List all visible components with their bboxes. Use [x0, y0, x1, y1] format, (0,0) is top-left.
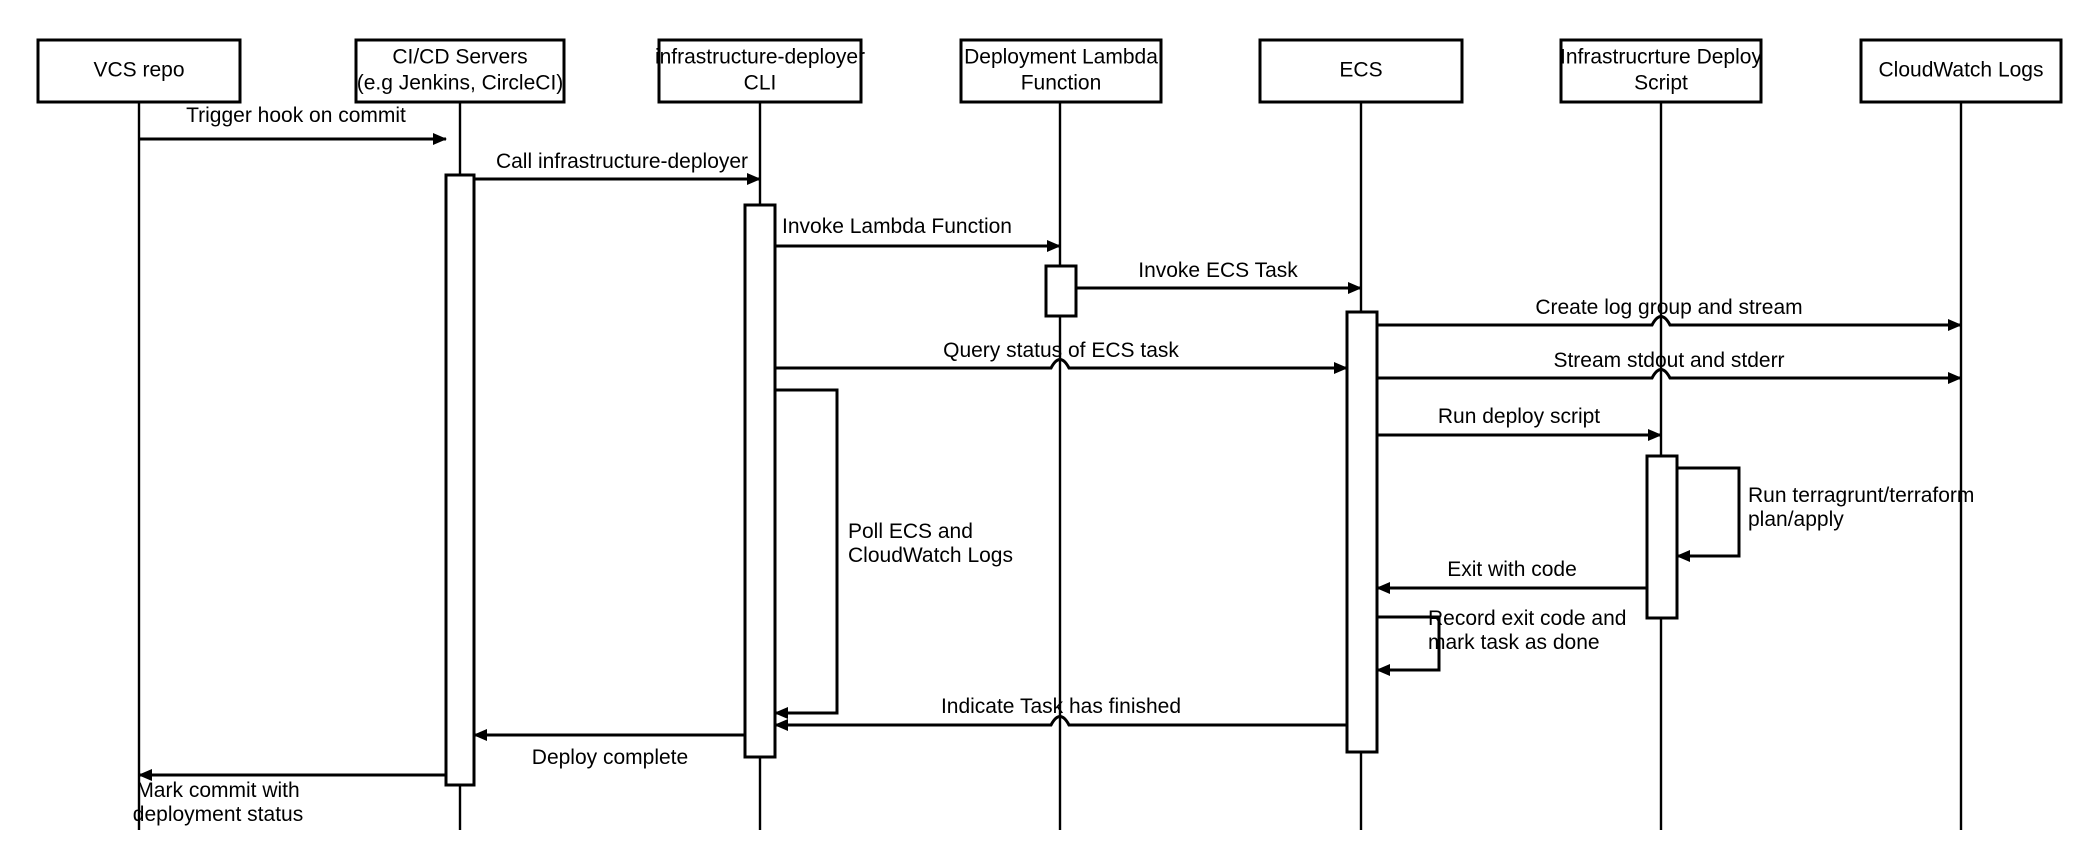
- message-label: Query status of ECS task: [943, 339, 1179, 362]
- participant-label: CI/CD Servers: [392, 46, 527, 69]
- participant-box: [1859, 38, 2063, 104]
- participant-box: [959, 38, 1163, 104]
- participant-box: [1559, 38, 1763, 104]
- participant-label: VCS repo: [93, 59, 184, 82]
- message-label: Exit with code: [1447, 558, 1577, 581]
- message-label: Indicate Task has finished: [941, 695, 1181, 718]
- participant-label: Deployment Lambda: [964, 46, 1158, 69]
- activation-bar-cli: [743, 203, 777, 759]
- participant-label: (e.g Jenkins, CircleCI): [357, 72, 564, 95]
- message-m2[interactable]: Call infrastructure-deployer: [474, 150, 761, 185]
- message-label: Invoke Lambda Function: [782, 215, 1012, 238]
- participant-label: Infrastrucrture Deploy: [1560, 46, 1762, 69]
- activations-layer: [444, 173, 1679, 787]
- self-message-label: plan/apply: [1748, 508, 1844, 531]
- activation-bar-ecs: [1345, 310, 1379, 754]
- message-arrow: [1377, 368, 1962, 384]
- message-label: Run deploy script: [1438, 405, 1600, 428]
- message-arrow: [1377, 315, 1962, 331]
- message-arrow: [774, 715, 1347, 731]
- participant-label: Function: [1021, 72, 1102, 95]
- participant-box: [36, 38, 242, 104]
- participant-box: [354, 38, 566, 104]
- self-message-label: Record exit code and: [1428, 607, 1626, 630]
- message-label: Deploy complete: [532, 746, 688, 769]
- message-m4[interactable]: Invoke ECS Task: [1076, 259, 1362, 294]
- activation-bar-cicd: [444, 173, 476, 787]
- participant-cicd[interactable]: CI/CD Servers (e.g Jenkins, CircleCI): [354, 38, 566, 104]
- message-m8[interactable]: Run deploy script: [1377, 405, 1662, 441]
- self-message-arrow: [774, 388, 839, 719]
- self-message-label: CloudWatch Logs: [848, 544, 1013, 567]
- message-m7[interactable]: Stream stdout and stderr: [1377, 349, 1962, 384]
- participant-label: infrastructure-deployer: [655, 46, 865, 69]
- message-m5[interactable]: Create log group and stream: [1377, 296, 1962, 331]
- self-message-label: Run terragrunt/terraform: [1748, 484, 1974, 507]
- message-label: Create log group and stream: [1535, 296, 1802, 319]
- message-label: deployment status: [133, 803, 303, 826]
- participant-ecs[interactable]: ECS: [1258, 38, 1464, 104]
- participant-box: [1258, 38, 1464, 104]
- message-m1[interactable]: Trigger hook on commit: [139, 104, 447, 145]
- message-m3[interactable]: Invoke Lambda Function: [775, 215, 1061, 252]
- participant-label: CLI: [744, 72, 777, 95]
- participant-box: [657, 38, 863, 104]
- participant-cwlogs[interactable]: CloudWatch Logs: [1859, 38, 2063, 104]
- message-label: Stream stdout and stderr: [1553, 349, 1784, 372]
- participant-label: ECS: [1339, 59, 1382, 82]
- self-message-label: mark task as done: [1428, 631, 1600, 654]
- message-m9[interactable]: Exit with code: [1376, 558, 1647, 594]
- participant-label: Script: [1634, 72, 1688, 95]
- message-label: Trigger hook on commit: [186, 104, 406, 127]
- participant-vcs[interactable]: VCS repo: [36, 38, 242, 104]
- message-label: Invoke ECS Task: [1138, 259, 1298, 282]
- activation-bar-lambda: [1044, 264, 1078, 318]
- message-m11[interactable]: Deploy complete: [473, 729, 745, 769]
- self-message-arrow: [1376, 615, 1441, 676]
- participant-label: CloudWatch Logs: [1879, 59, 2044, 82]
- self-message-arrow: [1676, 466, 1741, 562]
- message-m10[interactable]: Indicate Task has finished: [774, 695, 1347, 731]
- message-label: Call infrastructure-deployer: [496, 150, 748, 173]
- message-arrow: [775, 358, 1348, 374]
- message-m6[interactable]: Query status of ECS task: [775, 339, 1348, 374]
- activation-bar-deploy: [1645, 454, 1679, 620]
- self-message-label: Poll ECS and: [848, 520, 973, 543]
- participants-layer: VCS repo CI/CD Servers (e.g Jenkins, Circl…: [36, 38, 2063, 104]
- message-label: Mark commit with: [136, 779, 299, 802]
